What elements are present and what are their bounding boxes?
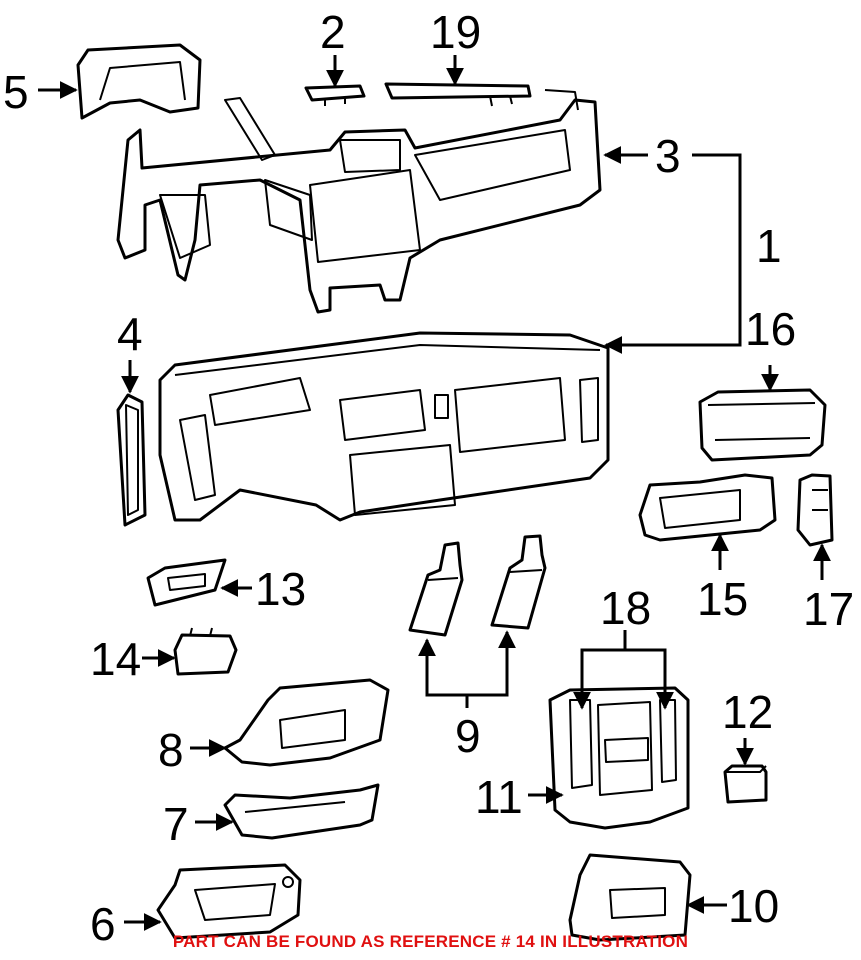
callout-2: 2: [320, 6, 346, 58]
part-6-lower-cover: [156, 863, 302, 940]
part-1-instrument-panel: [158, 331, 610, 522]
reference-note: PART CAN BE FOUND AS REFERENCE # 14 IN I…: [172, 932, 689, 951]
part-12-block: [723, 764, 768, 804]
callout-19: 19: [430, 6, 481, 58]
part-13-bracket: [146, 558, 227, 607]
callout-3: 3: [655, 130, 681, 182]
part-8-lower-trim: [223, 678, 390, 767]
part-16-bin: [698, 388, 827, 462]
callout-12: 12: [722, 686, 773, 738]
part-9-air-duct-right: [490, 534, 547, 630]
callout-11: 11: [475, 771, 523, 823]
callout-14: 14: [90, 633, 141, 685]
part-3-panel-frame: [116, 89, 602, 314]
part-5-cluster-bezel: [76, 43, 202, 120]
callout-16: 16: [745, 303, 796, 355]
callout-15: 15: [697, 573, 748, 625]
part-19-trim-strip: [384, 82, 532, 107]
part-10-center-bin: [568, 853, 692, 942]
part-2-clip: [304, 84, 366, 106]
part-15-storage-bin: [638, 473, 777, 542]
callout-4: 4: [117, 308, 143, 360]
part-17-switch-bezel: [796, 473, 834, 547]
callout-13: 13: [255, 563, 306, 615]
callout-1: 1: [756, 220, 782, 272]
callout-6: 6: [90, 898, 116, 950]
callout-18: 18: [600, 582, 651, 634]
part-14-retainer: [173, 627, 238, 676]
leader-lines: [38, 55, 831, 931]
callout-10: 10: [728, 880, 779, 932]
part-4-end-cap: [116, 393, 147, 527]
callout-5: 5: [3, 66, 29, 118]
callout-8: 8: [158, 724, 184, 776]
callout-17: 17: [803, 583, 854, 635]
part-9-air-duct-left: [408, 541, 464, 637]
callout-9: 9: [455, 710, 481, 762]
part-11-center-bezel: [548, 686, 690, 830]
callout-7: 7: [163, 798, 189, 850]
callout-labels: 5 2 19 3 1 4 16 15 17 13 14 9 18 8 12 11…: [3, 6, 854, 950]
part-7-knee-bolster: [223, 783, 380, 840]
